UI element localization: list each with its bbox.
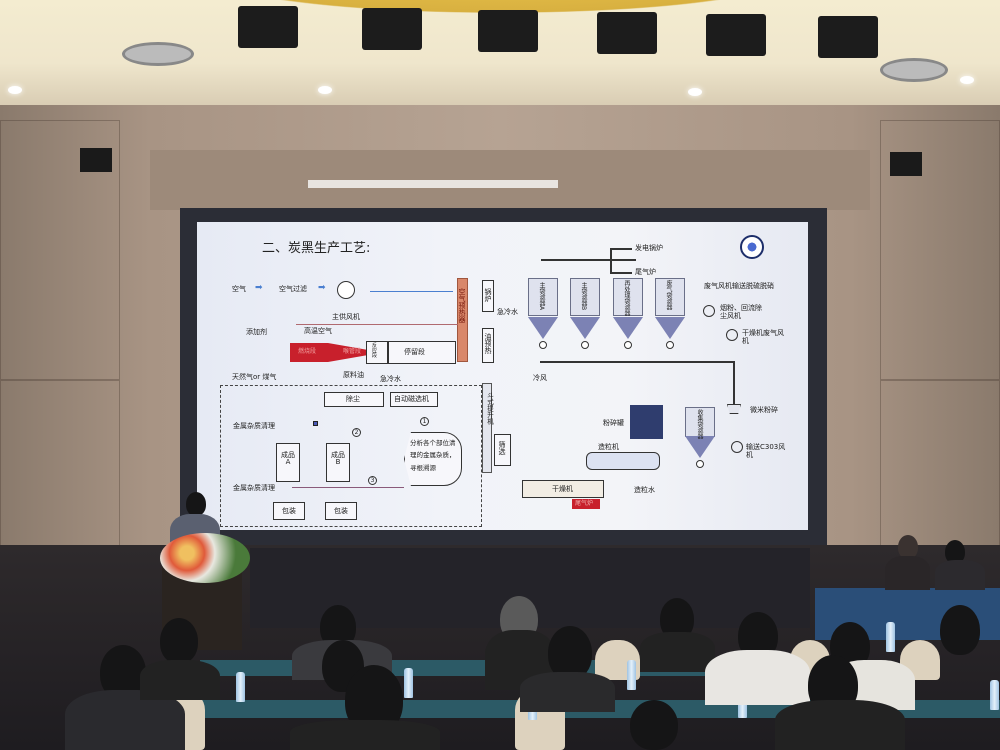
flower-arrangement	[160, 533, 250, 583]
label-pack-b: 包装	[334, 507, 348, 515]
label-gas: 天然气or 煤气	[232, 373, 277, 381]
label-filter-b: 主袋滤器B	[580, 282, 587, 311]
company-logo	[740, 235, 764, 259]
label-oil-preheat: 油预热	[484, 333, 492, 354]
label-exhaust-fan: 废气风机输送脱硫脱硝	[704, 282, 774, 290]
step-3-marker: 3	[368, 476, 377, 485]
label-throat: 喉管段	[343, 348, 362, 355]
fan-icon	[731, 441, 743, 453]
ceiling-vent	[880, 58, 948, 82]
person-white-jacket	[705, 650, 810, 705]
label-filter-exhaust: 废气袋滤器	[665, 280, 672, 310]
slide-title: 二、炭黑生产工艺:	[262, 241, 371, 256]
downlight	[688, 88, 702, 96]
label-micro-crush: 微米粉碎	[750, 406, 778, 414]
analysis-shape	[404, 432, 462, 486]
label-quench-water: 急冷水	[380, 375, 401, 383]
label-pack-a: 包装	[282, 507, 296, 515]
label-filter-a: 主袋滤器A	[538, 282, 545, 311]
label-hot-air: 高温空气	[304, 327, 332, 335]
main-fan-icon	[337, 281, 355, 299]
label-combustion: 燃烧段	[298, 348, 317, 355]
pelletizer	[586, 452, 660, 470]
quality-control-area	[220, 385, 482, 527]
label-filter-reprocess: 再处理袋滤器	[623, 280, 630, 316]
label-pellet-water: 造粒水	[634, 486, 655, 494]
label-dedust: 除尘	[346, 395, 360, 403]
label-feed-oil: 原料油	[343, 371, 364, 379]
stage-light	[478, 10, 538, 52]
label-air: 空气	[232, 285, 246, 293]
label-conveyor-fan: 输送C303风机	[746, 443, 786, 460]
label-residence: 停留段	[404, 348, 425, 356]
step-2-marker: 2	[352, 428, 361, 437]
label-boiler: 锅炉	[484, 288, 492, 302]
ceiling-vent	[122, 42, 194, 66]
label-air-preheater: 空气预热器	[458, 288, 466, 323]
fan-icon	[703, 305, 715, 317]
label-tail-furnace-dryer: 尾气炉	[575, 500, 594, 507]
stage-light	[597, 12, 657, 54]
stage-light	[818, 16, 878, 58]
stage-light	[238, 6, 298, 48]
fan-icon	[726, 329, 738, 341]
label-additive: 添加剂	[246, 328, 267, 336]
label-cold-air: 冷风	[533, 374, 547, 382]
label-tail-furnace: 尾气炉	[635, 268, 656, 276]
projector-rail	[308, 180, 558, 188]
label-pelletizer: 造粒机	[598, 443, 619, 451]
label-product-a: 成品A	[281, 451, 295, 466]
wall-panel	[880, 380, 1000, 560]
arrow-right-icon: ➡	[255, 283, 263, 293]
pipe	[610, 248, 612, 273]
micro-crusher	[727, 404, 741, 414]
presentation-slide: 二、炭黑生产工艺: 空气 ➡ 空气过滤 ➡ 主供风机 空气预热器 锅炉 油预热 …	[197, 222, 808, 530]
wall-panel	[0, 120, 120, 380]
label-dryer-fan: 干燥机废气风机	[742, 329, 784, 346]
crush-tank	[630, 405, 663, 439]
label-crush-tank: 粉碎罐	[603, 419, 624, 427]
air-preheater	[457, 278, 468, 362]
wall-speaker	[80, 148, 112, 172]
stage-light	[706, 14, 766, 56]
furnace-combustion	[290, 343, 328, 362]
wall-panel	[0, 380, 120, 560]
label-air-filter: 空气过滤	[279, 285, 307, 293]
collector-pipe	[540, 361, 735, 363]
label-collect-filter: 收集袋滤器	[696, 409, 703, 439]
downlight	[318, 86, 332, 94]
label-main-fan: 主供风机	[332, 313, 360, 321]
label-quench-water: 急冷水	[497, 308, 518, 316]
downlight	[960, 76, 974, 84]
label-analysis: 分析各个部位清理的金属杂质，寻根溯源	[410, 439, 456, 472]
hot-air-line	[296, 324, 458, 325]
label-dryer: 干燥机	[552, 485, 573, 493]
step-1-marker: 1	[420, 417, 429, 426]
label-screen: 筛选	[498, 441, 506, 455]
wall-speaker	[890, 152, 922, 176]
label-dust-fan: 烟粉、回流除尘风机	[720, 304, 762, 321]
label-metal-clean: 金属杂质清理	[233, 422, 275, 430]
pipe	[541, 259, 636, 261]
bucket-elevator	[482, 383, 492, 473]
label-product-b: 成品B	[331, 451, 345, 466]
arrow-right-icon: ➡	[318, 283, 326, 293]
label-magnetic-separator: 自动磁选机	[394, 395, 429, 403]
label-power-boiler: 发电锅炉	[635, 244, 663, 252]
label-metal-clean: 金属杂质清理	[233, 484, 275, 492]
air-line	[370, 291, 453, 292]
label-reaction: 反应段	[372, 343, 378, 359]
stage-light	[362, 8, 422, 50]
downlight	[8, 86, 22, 94]
label-elevator: 斗式提升机	[485, 392, 494, 425]
